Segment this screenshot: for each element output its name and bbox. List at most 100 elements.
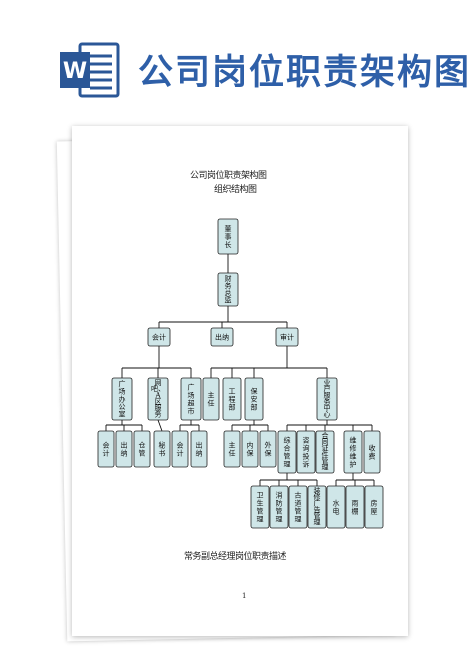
org-node-box: [250, 485, 270, 529]
org-node-box: [222, 377, 242, 421]
org-node-box: [180, 377, 202, 421]
org-node-maintenance: 维修维护: [343, 430, 363, 474]
org-node-label: 外保: [265, 441, 272, 458]
org-node-label: 消防管理: [276, 491, 283, 524]
org-node-box: [345, 485, 365, 529]
org-node-box: [363, 430, 381, 474]
org-node-owner-service: 业户服务中心: [316, 377, 338, 421]
org-node-label: 广场超市: [188, 383, 195, 416]
org-node-sec-director: 主任: [223, 430, 241, 468]
org-node-label: 出纳: [196, 441, 203, 458]
org-node-label: 雨棚: [352, 500, 359, 516]
org-node-box: [316, 377, 338, 421]
org-node-box: [133, 430, 151, 468]
org-node-audit: 审计: [275, 327, 299, 347]
org-node-so-accounting: 会计: [97, 430, 115, 468]
org-node-square-market: 广场超市: [180, 377, 202, 421]
org-node-label: 董事长: [225, 224, 232, 249]
org-node-sec-inner: 内保: [241, 430, 259, 468]
org-node-label: 主任: [229, 441, 236, 458]
org-node-box: [217, 272, 239, 307]
org-node-chairman: 董事长: [217, 218, 239, 255]
org-node-engineering: 工程部: [222, 377, 242, 421]
footer-note: 常务副总经理岗位职责描述: [184, 552, 287, 562]
org-node-label: 古道管理: [295, 491, 302, 524]
org-node-box: [364, 485, 384, 529]
org-node-label: 广场办公室: [119, 379, 126, 418]
org-node-finance-director: 财务总监: [217, 272, 239, 307]
org-node-box: [244, 377, 264, 421]
org-node-box: [217, 218, 239, 255]
page-header: W 公司岗位职责架构图: [0, 0, 474, 110]
org-node-label: 会计: [152, 333, 166, 342]
org-node-box: [153, 430, 171, 468]
org-node-label: 卫生管理: [257, 492, 264, 524]
org-node-label: 秘书: [159, 441, 166, 458]
org-node-water-elec: 水电: [326, 485, 346, 529]
org-node-box: [190, 430, 208, 468]
org-node-label: 会计: [177, 441, 184, 458]
document-title-line2: 组织结构图: [214, 185, 257, 195]
page-number: 1: [242, 592, 246, 600]
org-node-box: [147, 377, 169, 421]
org-node-label: 仓管: [139, 441, 146, 458]
document-title-line1: 公司岗位职责架构图: [190, 171, 267, 181]
org-node-label: 业户服务中心: [324, 378, 331, 419]
org-node-fees: 收费: [363, 430, 381, 474]
org-node-security: 保安部: [244, 377, 264, 421]
org-node-consulting: 咨询投诉: [296, 430, 316, 474]
org-node-label: 财务总监: [225, 274, 232, 305]
org-node-box: [315, 430, 335, 474]
org-node-sm-cashier: 出纳: [190, 430, 208, 468]
org-node-box: [277, 430, 297, 474]
org-node-box: [202, 377, 220, 421]
org-node-box: [115, 430, 133, 468]
org-node-box: [241, 430, 259, 468]
org-node-box: [296, 430, 316, 474]
org-node-box: [288, 485, 308, 529]
org-node-label: 维修维护: [350, 436, 357, 469]
word-icon-letter: W: [63, 59, 87, 84]
org-node-label: 内保: [247, 441, 254, 458]
org-node-box: [111, 377, 133, 421]
org-node-box: [343, 430, 363, 474]
page-title: 公司岗位职责架构图: [138, 53, 472, 93]
org-node-fire: 消防管理: [269, 485, 289, 529]
org-chart-connectors: [105, 254, 375, 486]
org-node-label: 房屋: [371, 499, 378, 516]
org-node-antique: 古道管理: [288, 485, 308, 529]
org-node-box: [223, 430, 241, 468]
org-node-label: 出纳: [121, 441, 128, 458]
org-node-label: 装修广告管理: [314, 486, 321, 527]
org-node-box: [326, 485, 346, 529]
org-node-accounting: 会计: [147, 327, 171, 347]
org-node-sec-outer: 外保: [259, 430, 277, 468]
org-node-box: [210, 327, 234, 347]
org-node-box: [147, 327, 171, 347]
org-node-sm-accounting: 会计: [171, 430, 189, 468]
org-node-certificate: 合同证件管理: [315, 430, 335, 474]
org-node-box: [307, 485, 327, 529]
org-node-label: 咨询投诉: [303, 436, 310, 469]
org-node-label: 出纳: [215, 333, 229, 342]
org-node-label: 水电: [333, 499, 340, 516]
org-node-box: [171, 430, 189, 468]
org-node-housing: 房屋: [364, 485, 384, 529]
org-node-so-warehouse: 仓管: [133, 430, 151, 468]
org-node-box: [269, 485, 289, 529]
org-node-label: 会计: [103, 441, 110, 458]
org-node-label: 收费: [369, 444, 376, 461]
org-node-label: 合同证件管理: [322, 431, 329, 472]
org-node-cashier: 出纳: [210, 327, 234, 347]
connector-line: [157, 419, 163, 432]
org-node-hygiene: 卫生管理: [250, 485, 270, 529]
org-node-general-mgmt: 综合管理: [277, 430, 297, 474]
org-node-label: 主任: [208, 391, 215, 408]
org-node-square-office: 广场办公室: [111, 377, 133, 421]
org-node-director: 主任: [202, 377, 220, 421]
